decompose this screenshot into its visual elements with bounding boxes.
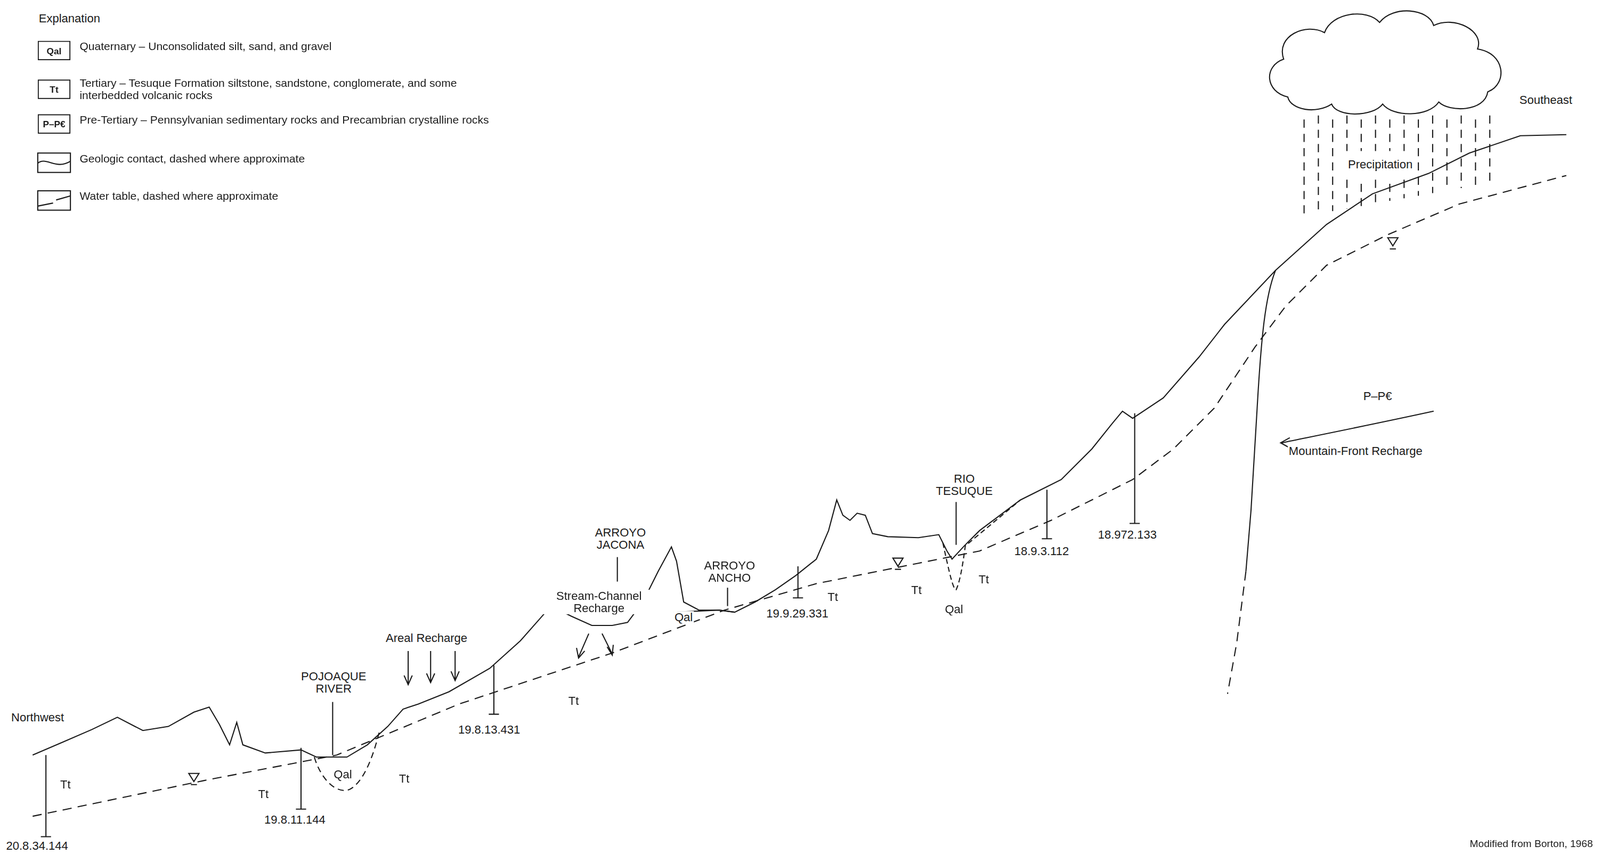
unit-label: Tt — [257, 788, 270, 801]
unit-label: Tt — [826, 590, 839, 604]
rain-streak — [1346, 179, 1348, 209]
rain-streak — [1432, 115, 1434, 194]
caption: Modified from Borton, 1968 — [1468, 838, 1595, 850]
rain — [1304, 115, 1491, 217]
unit-symbol: Qal — [46, 45, 62, 56]
legend-text: Tertiary – Tesuque Formation siltstone, … — [78, 77, 519, 102]
well-number: 19.8.11.144 — [263, 813, 327, 826]
stream-name: RIO TESUQUE — [927, 472, 1002, 498]
rain-streak — [1446, 119, 1448, 191]
rain-streak — [1389, 119, 1391, 151]
direction-label: Southeast — [1518, 93, 1574, 107]
water-table-symbol — [188, 237, 1398, 785]
contact-sample — [37, 152, 71, 173]
rain-streak — [1360, 119, 1362, 151]
rain-streak — [1375, 179, 1377, 204]
water-table — [32, 175, 1567, 817]
unit-label: Qal — [332, 768, 353, 781]
water-table-sample-line — [37, 196, 71, 207]
legend-text: Quaternary – Unconsolidated silt, sand, … — [78, 41, 519, 53]
legend-title: Explanation — [37, 12, 102, 25]
rain-streak — [1332, 119, 1334, 211]
stream-name: POJOAQUE RIVER — [291, 670, 376, 695]
rain-streak — [1375, 115, 1377, 152]
process-label: Mountain-Front Recharge — [1287, 444, 1424, 458]
well-number: 20.8.34.144 — [5, 839, 70, 852]
unit-symbol: Tt — [49, 84, 59, 95]
ground-surface — [32, 134, 1567, 758]
rain-streak — [1489, 115, 1491, 184]
process-label: Areal Recharge — [384, 631, 469, 644]
legend-text: Water table, dashed where approximate — [78, 190, 519, 203]
stream-name: ARROYO ANCHO — [692, 559, 767, 584]
unit-label: Qal — [944, 603, 965, 616]
unit-label: Tt — [977, 573, 990, 586]
legend-symbol-box: Tt — [37, 79, 71, 99]
rain-streak — [1389, 183, 1391, 201]
qal-contact — [943, 499, 1021, 590]
legend-text: Pre-Tertiary – Pennsylvanian sedimentary… — [78, 114, 519, 127]
leader-lines — [332, 501, 956, 755]
unit-label: P–P€ — [1362, 390, 1394, 403]
rain-streak — [1346, 115, 1348, 152]
rain-streak — [1460, 115, 1462, 189]
well-number: 19.9.29.331 — [765, 607, 830, 620]
wells — [41, 413, 1141, 838]
legend-symbol-box: P–P€ — [37, 114, 71, 134]
geologic-contact — [1245, 270, 1276, 572]
rain-streak — [1474, 119, 1476, 186]
rain-streak — [1317, 115, 1319, 215]
unit-label: Tt — [398, 772, 411, 785]
unit-label: Tt — [567, 694, 580, 708]
rain-streak — [1403, 115, 1405, 152]
process-label: Stream-Channel Recharge — [536, 589, 662, 615]
rain-streak — [1303, 119, 1305, 217]
unit-label: Qal — [673, 611, 694, 624]
well-number: 18.9.3.112 — [1013, 545, 1070, 558]
well-number: 19.8.13.431 — [457, 723, 522, 736]
unit-symbol: P–P€ — [42, 118, 66, 129]
direction-label: Northwest — [10, 711, 66, 724]
unit-label: Tt — [59, 778, 72, 791]
recharge-arrows — [403, 411, 1434, 685]
cloud — [1269, 10, 1501, 115]
stream-name: ARROYO JACONA — [583, 526, 657, 551]
qal-contact — [314, 730, 380, 791]
legend-text: Geologic contact, dashed where approxima… — [78, 152, 519, 165]
unit-label: Tt — [910, 583, 923, 596]
contact-sample-line — [37, 161, 71, 165]
water-table-sample — [37, 190, 71, 210]
legend-symbol-box: Qal — [37, 41, 71, 61]
rain-streak — [1417, 119, 1419, 196]
well-number: 18.972.133 — [1097, 528, 1158, 541]
rain-streak — [1403, 179, 1405, 199]
geologic-contact — [1227, 571, 1246, 695]
process-label: Precipitation — [1346, 158, 1414, 171]
rain-streak — [1360, 183, 1362, 207]
